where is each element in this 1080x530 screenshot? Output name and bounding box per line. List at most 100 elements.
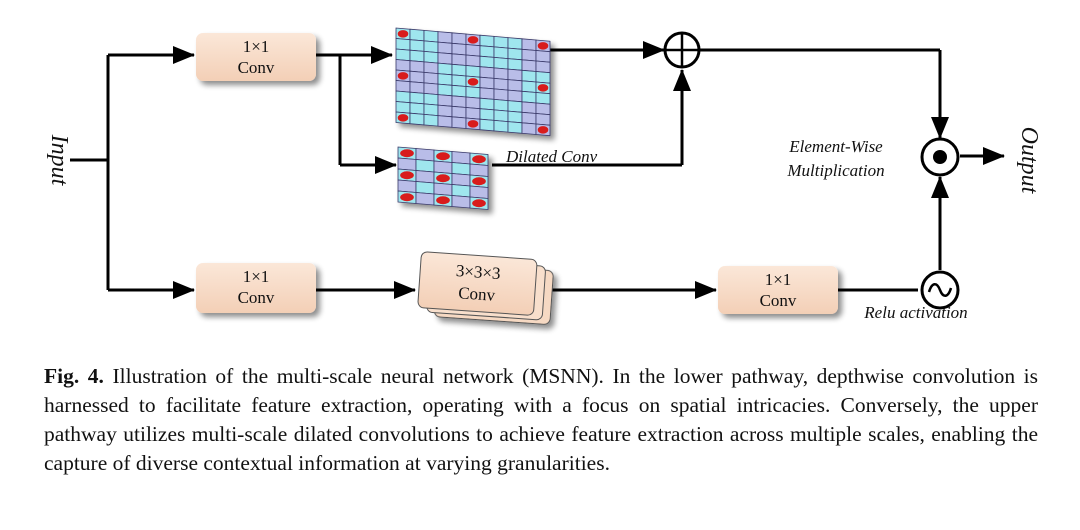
grid-cell bbox=[437, 115, 453, 128]
grid-cell bbox=[451, 151, 471, 165]
grid-cell bbox=[409, 112, 425, 126]
lower-conv-box-2: 1×1 Conv bbox=[718, 266, 838, 314]
grid-cell bbox=[479, 118, 495, 132]
grid-cell bbox=[507, 100, 523, 113]
kernel-dot bbox=[436, 196, 450, 205]
add-operator-icon bbox=[663, 31, 701, 69]
grid-cell bbox=[493, 88, 509, 102]
grid-cell bbox=[521, 69, 537, 83]
grid-cell bbox=[521, 59, 537, 72]
grid-cell bbox=[437, 104, 453, 118]
grid-cell bbox=[507, 110, 523, 124]
grid-cell bbox=[493, 109, 509, 123]
grid-cell bbox=[451, 116, 467, 129]
grid-cell bbox=[507, 47, 523, 61]
grid-cell bbox=[479, 87, 495, 100]
kernel-dot bbox=[400, 193, 414, 202]
lower-conv1-line2: Conv bbox=[238, 288, 275, 307]
grid-cell bbox=[451, 74, 467, 87]
grid-cell bbox=[409, 60, 425, 73]
grid-cell bbox=[521, 48, 537, 62]
grid-cell bbox=[397, 179, 417, 193]
grid-cell bbox=[493, 77, 509, 91]
grid-cell bbox=[409, 91, 425, 105]
grid-cell bbox=[409, 81, 425, 94]
grid-cell bbox=[507, 89, 523, 103]
output-label: Output bbox=[1016, 127, 1042, 195]
grid-cell bbox=[415, 181, 435, 195]
elementwise-label-line1: Element-Wise bbox=[788, 137, 883, 156]
grid-cell bbox=[493, 98, 509, 112]
upper-conv-box: 1×1 Conv bbox=[196, 33, 316, 81]
grid-cell bbox=[437, 83, 453, 97]
depthwise-conv-stack: 3×3×3 Conv bbox=[417, 251, 554, 325]
grid-cell bbox=[521, 80, 537, 93]
grid-cell bbox=[409, 70, 425, 84]
grid-cell bbox=[507, 58, 523, 71]
grid-cell bbox=[521, 122, 537, 135]
dilated-kernel-grid-large bbox=[395, 27, 551, 137]
grid-cell bbox=[423, 103, 439, 117]
grid-cell bbox=[451, 184, 471, 198]
grid-cell bbox=[493, 67, 509, 81]
grid-cell bbox=[493, 56, 509, 70]
grid-cell bbox=[415, 159, 435, 173]
dilated-kernel-grid-small bbox=[397, 146, 489, 210]
grid-cell bbox=[437, 94, 453, 107]
kernel-dot bbox=[537, 42, 549, 50]
grid-cell bbox=[465, 44, 481, 57]
grid-cell bbox=[423, 61, 439, 75]
grid-cell bbox=[451, 42, 467, 56]
kernel-dot bbox=[467, 78, 479, 86]
grid-cell bbox=[521, 90, 537, 104]
grid-cell bbox=[415, 148, 435, 162]
grid-cell bbox=[507, 121, 523, 134]
grid-cell bbox=[395, 101, 411, 114]
grid-cell bbox=[395, 59, 411, 72]
grid-cell bbox=[521, 111, 537, 125]
upper-conv-line1: 1×1 bbox=[243, 37, 270, 56]
grid-cell bbox=[423, 92, 439, 106]
grid-cell bbox=[479, 66, 495, 79]
grid-cell bbox=[423, 82, 439, 96]
grid-cell bbox=[437, 52, 453, 65]
grid-cell bbox=[493, 35, 509, 49]
grid-cell bbox=[507, 68, 523, 82]
grid-cell bbox=[479, 34, 495, 48]
grid-cell bbox=[409, 28, 425, 42]
kernel-dot bbox=[397, 114, 409, 122]
grid-cell bbox=[479, 97, 495, 111]
grid-cell bbox=[535, 92, 551, 105]
grid-cell bbox=[433, 182, 453, 196]
figure-label: Fig. 4. bbox=[44, 364, 104, 388]
grid-cell bbox=[507, 37, 523, 50]
grid-cell bbox=[535, 71, 551, 84]
grid-cell bbox=[395, 48, 411, 62]
grid-cell bbox=[451, 84, 467, 98]
input-label: Input bbox=[46, 134, 72, 187]
grid-cell bbox=[451, 63, 467, 77]
grid-cell bbox=[493, 119, 509, 133]
kernel-dot bbox=[472, 199, 486, 208]
relu-activation-icon bbox=[920, 270, 960, 310]
grid-cell bbox=[395, 38, 411, 51]
depthwise-conv-line2: Conv bbox=[458, 283, 497, 305]
elementwise-label-line2: Multiplication bbox=[786, 161, 884, 180]
grid-cell bbox=[415, 192, 435, 206]
grid-cell bbox=[535, 113, 551, 126]
msnn-diagram: Input 1×1 Conv 1×1 Conv bbox=[46, 27, 1042, 325]
grid-cell bbox=[451, 53, 467, 66]
grid-cell bbox=[479, 45, 495, 58]
grid-cell bbox=[465, 96, 481, 110]
grid-cell bbox=[423, 50, 439, 64]
connections bbox=[70, 41, 1005, 299]
grid-cell bbox=[507, 79, 523, 92]
grid-cell bbox=[469, 163, 489, 177]
kernel-dot bbox=[537, 126, 549, 134]
grid-cell bbox=[423, 113, 439, 127]
grid-cell bbox=[409, 39, 425, 52]
grid-cell bbox=[433, 160, 453, 174]
grid-cell bbox=[409, 102, 425, 115]
multiply-operator-icon bbox=[920, 137, 960, 177]
kernel-dot bbox=[400, 171, 414, 180]
